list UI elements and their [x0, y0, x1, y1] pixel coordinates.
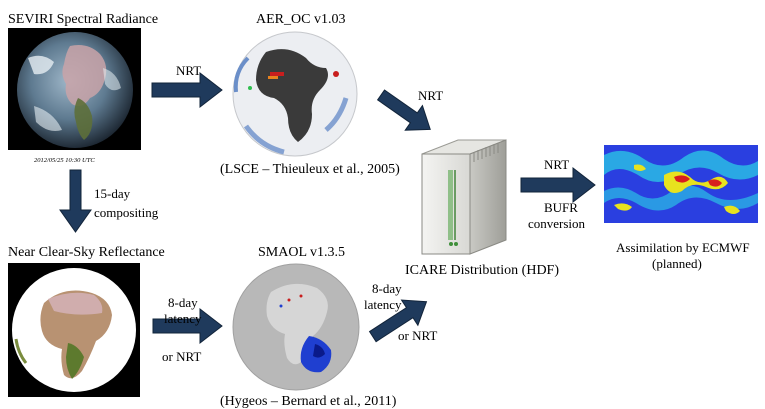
- smaol-globe-icon: [232, 263, 360, 391]
- arrow-icare-to-ecmwf: [520, 166, 596, 204]
- ecmwf-line2: (planned): [652, 256, 702, 271]
- seviri-timestamp: 2012/05/25 10:30 UTC: [34, 157, 95, 164]
- icare-server-image: [412, 132, 512, 256]
- edge-aer-icare-label: NRT: [418, 88, 444, 103]
- edge-icare-ecmwf-line2: conversion: [528, 216, 586, 231]
- icare-title: ICARE Distribution (HDF): [405, 263, 559, 278]
- arrow-aer-to-icare: [376, 89, 431, 131]
- smaol-globe-image: [229, 262, 363, 392]
- edge-smaol-icare-line2: latency: [364, 297, 402, 312]
- ecmwf-map-image: [604, 145, 758, 223]
- edge-icare-ecmwf-label: NRT: [544, 157, 570, 172]
- aer-oc-title: AER_OC v1.03: [256, 12, 346, 27]
- aer-oc-globe-image: [228, 30, 363, 158]
- edge-clear-smaol-line2: latency: [164, 311, 202, 326]
- aer-oc-globe-icon: [232, 31, 358, 157]
- edge-smaol-icare-line3: or NRT: [398, 328, 438, 343]
- ecmwf-line1: Assimilation by ECMWF: [616, 240, 750, 255]
- edge-clear-smaol-line1: 8-day: [168, 295, 198, 310]
- clear-sky-title: Near Clear-Sky Reflectance: [8, 245, 165, 260]
- smaol-reference: (Hygeos – Bernard et al., 2011): [220, 394, 397, 409]
- edge-seviri-clear-line1: 15-day: [94, 186, 131, 201]
- seviri-title: SEVIRI Spectral Radiance: [8, 12, 159, 27]
- seviri-globe-icon: [17, 32, 133, 148]
- arrow-seviri-to-clear: [59, 169, 92, 233]
- clear-sky-globe-icon: [12, 268, 136, 392]
- smaol-title: SMAOL v1.3.5: [258, 245, 345, 260]
- server-icon: [421, 139, 507, 255]
- aer-oc-reference: (LSCE – Thieuleux et al., 2005): [220, 162, 400, 177]
- ecmwf-map-icon: [604, 145, 758, 223]
- seviri-earth-image: [8, 28, 141, 150]
- clear-sky-earth-image: [8, 263, 140, 397]
- arrow-seviri-to-aer: [151, 71, 223, 109]
- edge-clear-smaol-line3: or NRT: [162, 349, 202, 364]
- edge-seviri-clear-line2: compositing: [94, 205, 159, 220]
- arrow-clear-to-smaol: [152, 307, 223, 345]
- edge-seviri-aer-label: NRT: [176, 63, 202, 78]
- edge-smaol-icare-line1: 8-day: [372, 281, 402, 296]
- edge-icare-ecmwf-line1: BUFR: [544, 200, 578, 215]
- arrow-smaol-to-icare: [368, 299, 428, 343]
